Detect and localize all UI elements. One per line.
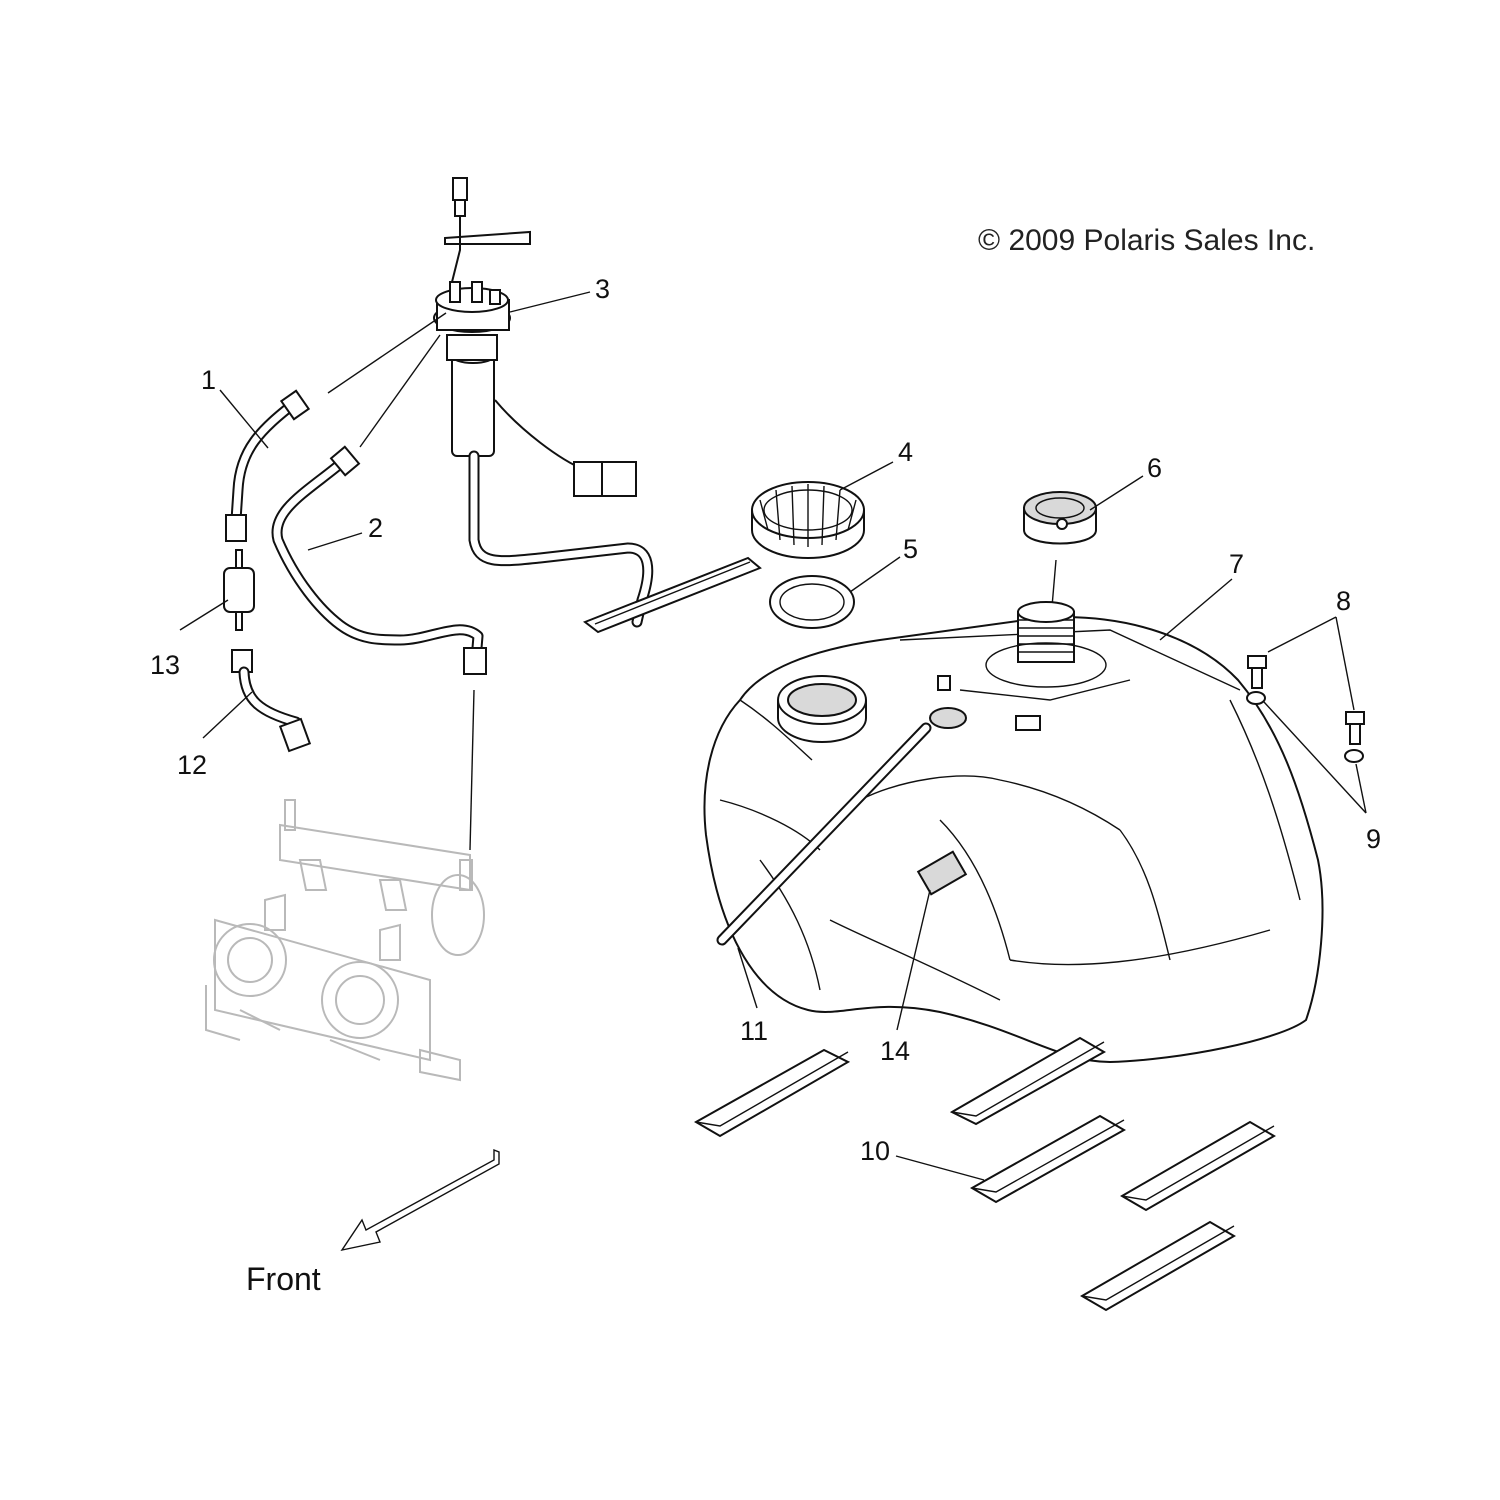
throttle-body-ghost <box>205 799 485 1082</box>
callout-8: 8 <box>1336 586 1351 616</box>
callout-3: 3 <box>595 274 610 304</box>
washer-9-bottom <box>1344 749 1364 763</box>
copyright-text: © 2009 Polaris Sales Inc. <box>978 224 1315 257</box>
fuel-hose-2 <box>271 445 487 675</box>
callout-5: 5 <box>903 534 918 564</box>
callout-12: 12 <box>177 750 207 780</box>
fuel-pump-assembly <box>433 177 762 634</box>
callout-2: 2 <box>368 513 383 543</box>
callout-labels: 1 2 3 4 5 6 7 8 9 10 11 12 13 14 <box>150 274 1381 1166</box>
fuel-hose-1 <box>225 389 311 542</box>
callout-4: 4 <box>898 437 913 467</box>
callout-7: 7 <box>1229 549 1244 579</box>
fuel-tank-7 <box>703 601 1324 1064</box>
fuel-cap-6 <box>1023 491 1097 545</box>
washer-9-top <box>1246 691 1266 705</box>
leader-lines <box>179 291 1367 1181</box>
callout-6: 6 <box>1147 453 1162 483</box>
vent-hose-11 <box>716 722 932 946</box>
tank-pads-10 <box>693 1036 1276 1312</box>
lock-ring-4 <box>751 481 865 559</box>
callout-13: 13 <box>150 650 180 680</box>
callout-11: 11 <box>740 1016 768 1046</box>
gasket-5 <box>769 575 855 629</box>
front-label: Front <box>246 1261 321 1297</box>
bolt-8-top <box>1247 655 1267 689</box>
fuel-hose-12 <box>231 649 312 753</box>
fuel-filter-13 <box>223 549 255 631</box>
callout-9: 9 <box>1366 824 1381 854</box>
bolt-8-bottom <box>1345 711 1365 745</box>
callout-1: 1 <box>201 365 216 395</box>
callout-14: 14 <box>880 1036 910 1066</box>
callout-10: 10 <box>860 1136 890 1166</box>
front-arrow <box>340 1148 500 1252</box>
